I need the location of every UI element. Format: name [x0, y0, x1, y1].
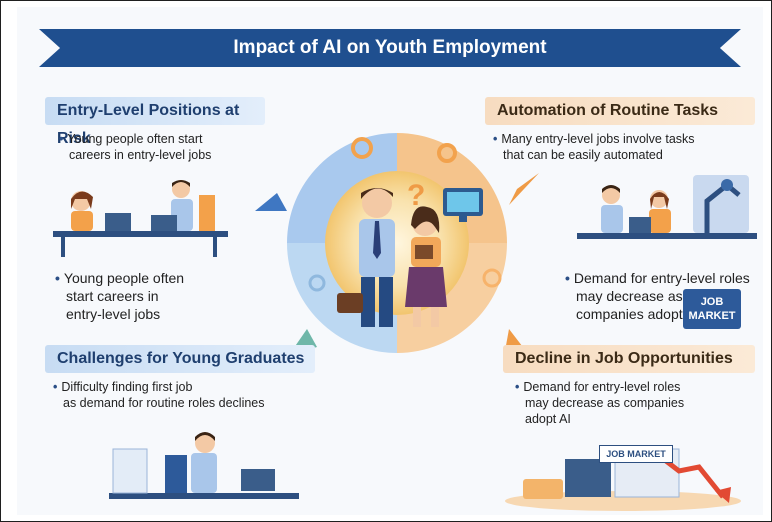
job-market-label: JOB MARKET	[599, 445, 673, 463]
challenges-heading: Challenges for Young Graduates	[45, 345, 315, 373]
automation-illustration	[577, 175, 757, 239]
title-ribbon	[39, 29, 741, 67]
job-market-decline-illustration	[505, 448, 741, 511]
entry-level-bullet-2: •Young people often start careers in ent…	[55, 270, 185, 322]
infographic-canvas: Impact of AI on Youth Employment	[17, 7, 763, 515]
challenges-bullet-1: •Difficulty finding first job as demand …	[53, 380, 265, 410]
office-workers-illustration	[53, 180, 228, 257]
automation-bullet-2: •Demand for entry-level roles may decrea…	[565, 270, 750, 322]
arrow-top-right	[509, 173, 539, 205]
young-man-figure	[337, 188, 395, 327]
job-market-sign: JOB MARKET	[683, 289, 741, 329]
question-mark: ?	[407, 179, 425, 212]
automation-heading: Automation of Routine Tasks	[485, 97, 755, 125]
gear-icon	[351, 137, 373, 159]
entry-level-bullet-1: •Young people often start careers in ent…	[59, 132, 212, 162]
gear-icon	[437, 143, 457, 163]
ring-segment-top-left	[287, 133, 397, 243]
cycle-ring: ?	[255, 133, 539, 355]
decline-heading: Decline in Job Opportunities	[503, 345, 755, 373]
automation-bullet-1: •Many entry-level jobs involve tasks tha…	[493, 132, 695, 162]
arrow-top-left	[255, 193, 287, 211]
young-woman-figure	[405, 206, 447, 327]
ring-segment-bottom-right	[397, 243, 507, 353]
decline-bullet-1: •Demand for entry-level roles may decrea…	[515, 380, 685, 426]
title-banner: Impact of AI on Youth Employment	[17, 29, 763, 67]
graduate-illustration	[109, 432, 299, 499]
gear-icon	[308, 274, 326, 292]
entry-level-heading: Entry-Level Positions at Risk	[45, 97, 265, 147]
infographic-title: Impact of AI on Youth Employment	[233, 37, 547, 58]
gear-icon	[482, 268, 502, 288]
